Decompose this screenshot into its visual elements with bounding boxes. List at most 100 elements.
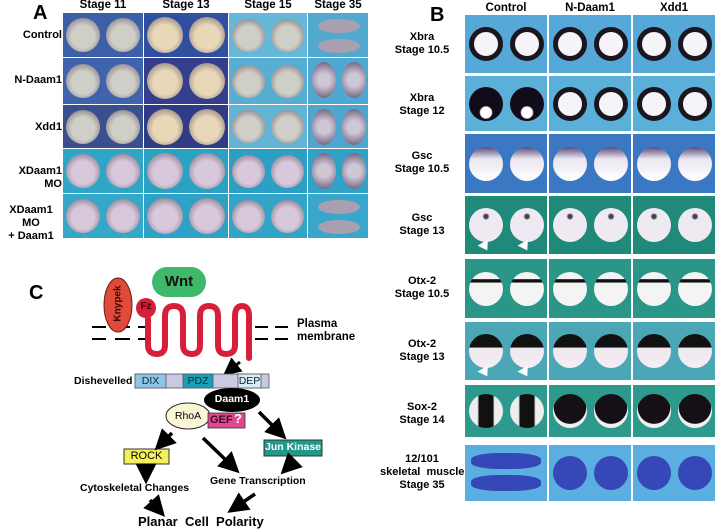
embryo bbox=[468, 86, 503, 121]
embryo bbox=[677, 456, 712, 490]
tadpole bbox=[342, 153, 366, 189]
embryo bbox=[509, 394, 544, 428]
embryo bbox=[66, 199, 100, 233]
embryo-photo bbox=[229, 13, 307, 57]
panel-a-row-label: N-Daam1 bbox=[0, 74, 62, 87]
embryo bbox=[593, 271, 628, 306]
embryo bbox=[468, 334, 503, 368]
dishevelled-label: Dishevelled bbox=[74, 375, 133, 387]
embryo-photo bbox=[63, 105, 143, 148]
embryo bbox=[636, 27, 671, 61]
rock-label: ROCK bbox=[130, 450, 163, 462]
embryo bbox=[593, 27, 628, 61]
embryo-photo bbox=[144, 149, 228, 193]
row-label-line: Gsc bbox=[411, 150, 433, 162]
embryo bbox=[677, 271, 712, 306]
embryo bbox=[147, 198, 183, 234]
arrow-gene-pcp bbox=[227, 492, 256, 513]
embryo bbox=[66, 109, 100, 144]
embryo-photo bbox=[63, 194, 143, 238]
in-situ-photo bbox=[633, 385, 715, 437]
embryo bbox=[593, 394, 628, 428]
embryo-photo bbox=[63, 13, 143, 57]
embryo bbox=[509, 146, 544, 181]
gef-box bbox=[207, 412, 246, 429]
panel-a-column-header: Stage 13 bbox=[162, 0, 210, 11]
dix-domain bbox=[134, 373, 167, 389]
embryo bbox=[271, 199, 304, 233]
embryo-photo bbox=[63, 58, 143, 104]
embryo bbox=[147, 153, 183, 189]
rhoa-label: RhoA bbox=[174, 410, 202, 422]
in-situ-photo bbox=[549, 385, 631, 437]
row-label-line: + Daam1 bbox=[8, 230, 54, 242]
in-situ-photo bbox=[633, 134, 715, 193]
panel-a-letter: A bbox=[33, 2, 48, 24]
embryo-photo bbox=[144, 105, 228, 148]
embryo bbox=[232, 64, 265, 98]
knypek-label: Knypek bbox=[112, 285, 124, 322]
embryo bbox=[471, 475, 541, 491]
embryo bbox=[636, 208, 671, 242]
embryo bbox=[471, 453, 541, 469]
embryo bbox=[509, 208, 544, 242]
embryo bbox=[509, 271, 544, 306]
daam1-label: Daam1 bbox=[214, 393, 250, 405]
arrow-jnk-gene bbox=[280, 452, 303, 475]
embryo bbox=[552, 27, 587, 61]
row-label-line: Xbra bbox=[409, 92, 435, 104]
dep-domain bbox=[237, 373, 262, 389]
embryo-photo bbox=[144, 194, 228, 238]
embryo bbox=[552, 208, 587, 242]
embryo bbox=[509, 334, 544, 368]
panel-a-column-header: Stage 15 bbox=[244, 0, 292, 11]
embryo bbox=[636, 334, 671, 368]
panel-a-row-label: XDaam1 MO+ Daam1 bbox=[0, 204, 62, 243]
in-situ-photo bbox=[549, 445, 631, 501]
gef-question-mark: ? bbox=[234, 411, 242, 426]
embryo bbox=[636, 146, 671, 181]
row-label-line: Stage 13 bbox=[399, 225, 445, 237]
pdz-label: PDZ bbox=[187, 375, 209, 387]
panel-a-row-label: XDaam1 MO bbox=[0, 165, 62, 191]
embryo-photo bbox=[144, 58, 228, 104]
embryo bbox=[232, 199, 265, 233]
pcp-label: Planar Cell Polarity bbox=[138, 514, 264, 529]
panel-b-column-header: Control bbox=[485, 2, 527, 14]
gef-label: GEF bbox=[210, 414, 233, 426]
embryo-photo bbox=[229, 105, 307, 148]
embryo bbox=[232, 110, 265, 143]
jnk-label: Jun Kinase bbox=[264, 441, 322, 453]
embryo bbox=[593, 146, 628, 181]
row-label-line: Gsc bbox=[411, 212, 433, 224]
tadpole bbox=[318, 220, 360, 234]
wnt-label: Wnt bbox=[164, 273, 194, 290]
row-label-line: Otx-2 bbox=[407, 275, 437, 287]
embryo-photo bbox=[229, 149, 307, 193]
in-situ-photo bbox=[549, 134, 631, 193]
embryo bbox=[636, 271, 671, 306]
fz-circle bbox=[136, 298, 156, 318]
embryo bbox=[593, 456, 628, 490]
embryo-photo bbox=[229, 58, 307, 104]
embryo bbox=[271, 64, 304, 98]
in-situ-photo bbox=[633, 445, 715, 501]
embryo bbox=[677, 146, 712, 181]
embryo bbox=[677, 394, 712, 428]
embryo bbox=[271, 18, 304, 52]
row-label-line: XDaam1 MO bbox=[18, 165, 62, 190]
in-situ-photo bbox=[549, 15, 631, 73]
embryo bbox=[552, 271, 587, 306]
embryo-photo bbox=[229, 194, 307, 238]
row-label-line: Stage 14 bbox=[399, 414, 445, 426]
tadpole bbox=[318, 39, 360, 53]
embryo-photo bbox=[308, 105, 368, 148]
embryo bbox=[552, 146, 587, 181]
in-situ-photo bbox=[465, 76, 547, 131]
tadpole bbox=[318, 200, 360, 214]
